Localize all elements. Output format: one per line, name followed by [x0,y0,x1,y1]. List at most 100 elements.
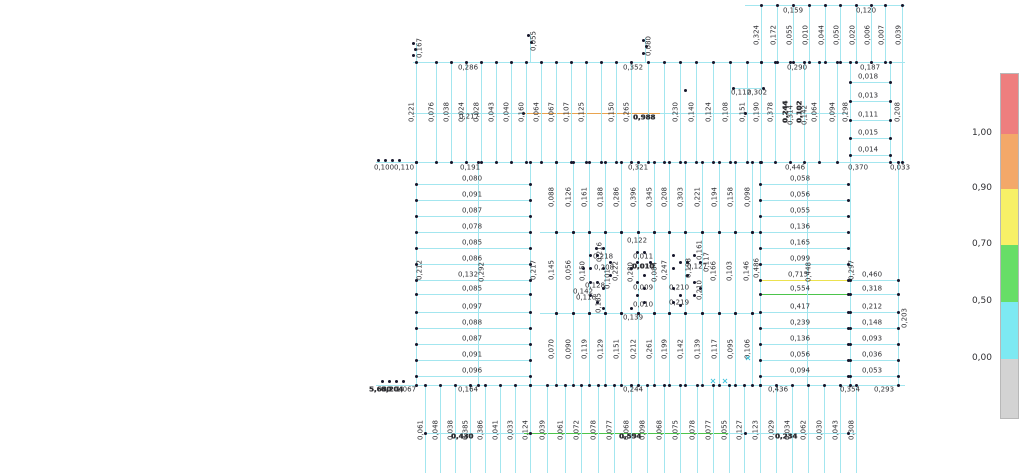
member-line-vertical[interactable] [702,313,703,385]
member-line-vertical[interactable] [605,313,606,385]
member-line-vertical[interactable] [761,62,762,162]
member-line-vertical[interactable] [654,232,655,313]
member-line-vertical[interactable] [664,385,665,473]
member-line-vertical[interactable] [840,5,841,62]
member-line-vertical[interactable] [669,232,670,313]
member-line-vertical[interactable] [819,62,820,162]
member-line-vertical[interactable] [730,62,731,162]
member-line-vertical[interactable] [713,385,714,473]
member-line-vertical[interactable] [598,385,599,473]
member-line-horizontal[interactable] [416,294,530,295]
member-line-vertical[interactable] [696,62,697,162]
member-line-vertical[interactable] [470,385,471,473]
member-line-vertical[interactable] [485,385,486,473]
member-line-vertical[interactable] [760,162,761,385]
member-line-vertical[interactable] [809,5,810,62]
member-line-horizontal[interactable] [733,88,763,89]
member-line-vertical[interactable] [654,162,655,232]
member-line-vertical[interactable] [589,232,590,313]
member-line-horizontal[interactable] [416,344,530,345]
member-line-vertical[interactable] [478,162,479,385]
member-line-horizontal[interactable] [523,113,660,114]
member-line-vertical[interactable] [589,313,590,385]
member-line-vertical[interactable] [614,385,615,473]
member-line-vertical[interactable] [589,162,590,232]
member-line-horizontal[interactable] [850,344,898,345]
member-line-horizontal[interactable] [416,232,530,233]
member-line-vertical[interactable] [790,62,791,162]
member-line-vertical[interactable] [571,62,572,162]
member-line-vertical[interactable] [605,232,606,313]
member-line-horizontal[interactable] [850,82,890,83]
member-line-vertical[interactable] [669,162,670,232]
member-line-horizontal[interactable] [850,328,898,329]
member-line-vertical[interactable] [631,385,632,473]
member-line-horizontal[interactable] [760,216,848,217]
member-line-vertical[interactable] [440,385,441,473]
member-line-vertical[interactable] [565,385,566,473]
member-line-horizontal[interactable] [413,62,905,63]
member-line-vertical[interactable] [793,5,794,62]
member-line-horizontal[interactable] [416,200,530,201]
member-line-horizontal[interactable] [850,294,898,295]
member-line-vertical[interactable] [719,162,720,232]
member-line-vertical[interactable] [573,232,574,313]
member-line-horizontal[interactable] [760,264,848,265]
member-line-vertical[interactable] [735,162,736,232]
member-line-vertical[interactable] [631,62,632,162]
member-line-vertical[interactable] [685,232,686,313]
member-line-vertical[interactable] [777,5,778,62]
member-line-vertical[interactable] [511,62,512,162]
member-line-vertical[interactable] [685,162,686,232]
member-line-horizontal[interactable] [760,184,848,185]
member-line-vertical[interactable] [856,385,857,473]
member-line-vertical[interactable] [808,385,809,473]
member-line-horizontal[interactable] [416,216,530,217]
member-line-vertical[interactable] [680,385,681,473]
member-line-vertical[interactable] [697,385,698,473]
member-line-vertical[interactable] [744,385,745,473]
member-line-horizontal[interactable] [850,120,890,121]
member-line-vertical[interactable] [573,162,574,232]
member-line-horizontal[interactable] [760,232,848,233]
member-line-vertical[interactable] [500,385,501,473]
member-line-vertical[interactable] [885,5,886,62]
member-line-horizontal[interactable] [413,113,523,114]
member-line-vertical[interactable] [761,5,762,62]
member-line-vertical[interactable] [455,385,456,473]
member-line-horizontal[interactable] [425,433,524,434]
member-line-vertical[interactable] [735,313,736,385]
member-line-vertical[interactable] [621,162,622,232]
member-line-vertical[interactable] [719,313,720,385]
member-line-vertical[interactable] [775,62,776,162]
member-line-vertical[interactable] [752,313,753,385]
member-line-vertical[interactable] [416,62,417,162]
member-line-vertical[interactable] [425,385,426,473]
member-line-horizontal[interactable] [524,433,728,434]
member-line-horizontal[interactable] [760,328,848,329]
member-line-vertical[interactable] [530,35,531,62]
member-line-horizontal[interactable] [760,312,848,313]
member-line-vertical[interactable] [825,5,826,62]
member-line-vertical[interactable] [719,232,720,313]
member-line-horizontal[interactable] [416,376,530,377]
member-line-vertical[interactable] [702,232,703,313]
member-line-horizontal[interactable] [416,184,530,185]
member-line-horizontal[interactable] [850,138,890,139]
member-line-vertical[interactable] [902,5,903,162]
member-line-horizontal[interactable] [416,312,530,313]
member-line-vertical[interactable] [515,385,516,473]
member-line-horizontal[interactable] [760,344,848,345]
member-line-vertical[interactable] [776,385,777,473]
member-line-horizontal[interactable] [416,328,530,329]
member-line-vertical[interactable] [850,62,851,385]
member-line-vertical[interactable] [871,5,872,62]
member-line-vertical[interactable] [840,385,841,473]
member-line-horizontal[interactable] [540,313,760,314]
member-line-vertical[interactable] [547,385,548,473]
member-line-vertical[interactable] [654,313,655,385]
member-line-vertical[interactable] [526,62,527,162]
member-line-horizontal[interactable] [416,264,530,265]
member-line-vertical[interactable] [760,385,761,473]
member-line-vertical[interactable] [605,162,606,232]
